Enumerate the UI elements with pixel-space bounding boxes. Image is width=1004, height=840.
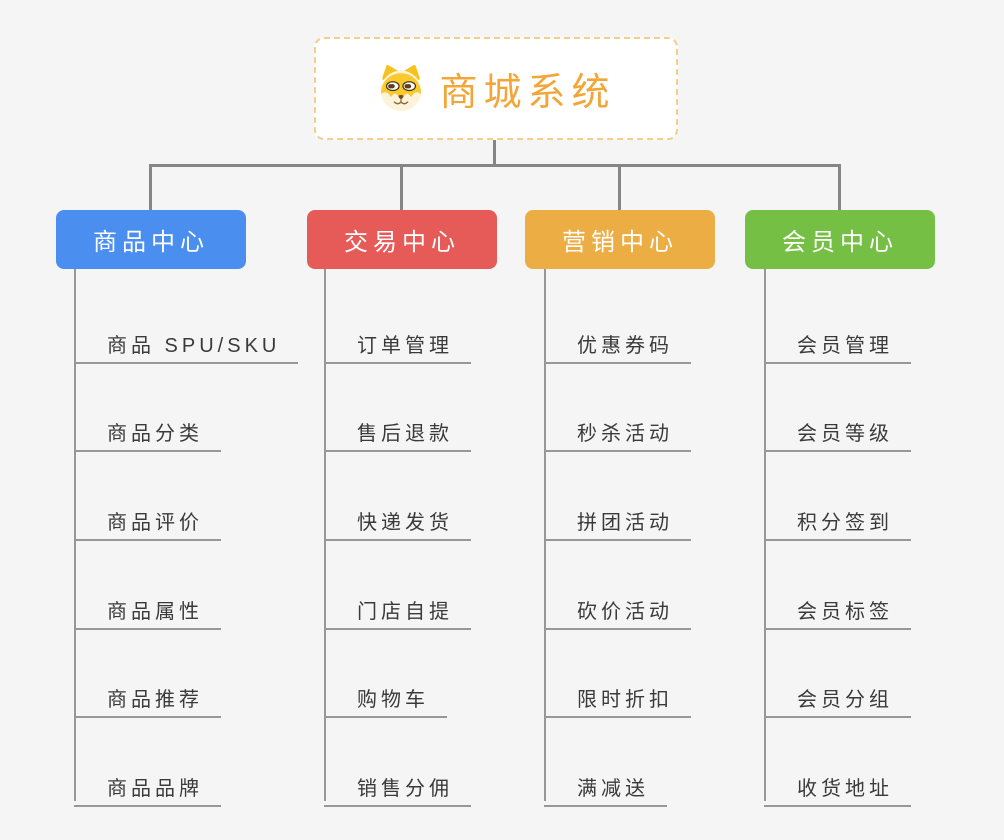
- leaf-node[interactable]: 门店自提: [324, 578, 471, 630]
- leaf-node[interactable]: 商品评价: [74, 489, 221, 541]
- leaf-node[interactable]: 优惠券码: [544, 312, 691, 364]
- branch-header-product-center[interactable]: 商品中心: [56, 210, 246, 269]
- connector-root-stub: [493, 138, 496, 165]
- spine-trade-center: [324, 269, 326, 801]
- leaf-node[interactable]: 拼团活动: [544, 489, 691, 541]
- leaf-node[interactable]: 满减送: [544, 755, 667, 807]
- leaf-node[interactable]: 收货地址: [764, 755, 911, 807]
- connector-drop-3: [618, 164, 621, 211]
- leaf-node[interactable]: 秒杀活动: [544, 400, 691, 452]
- leaf-node[interactable]: 商品 SPU/SKU: [74, 312, 299, 364]
- leaf-node[interactable]: 商品分类: [74, 400, 221, 452]
- leaf-node[interactable]: 会员等级: [764, 400, 911, 452]
- connector-drop-4: [838, 164, 841, 211]
- leaf-node[interactable]: 购物车: [324, 666, 447, 718]
- root-title: 商城系统: [439, 72, 616, 114]
- leaf-node[interactable]: 会员管理: [764, 312, 911, 364]
- spine-product-center: [74, 269, 76, 801]
- root-node[interactable]: 商城系统: [314, 37, 678, 140]
- connector-drop-1: [149, 164, 152, 211]
- leaf-node[interactable]: 销售分佣: [324, 755, 471, 807]
- leaf-node[interactable]: 会员分组: [764, 666, 911, 718]
- connector-bus: [149, 164, 841, 167]
- leaf-node[interactable]: 商品属性: [74, 578, 221, 630]
- dog-face-icon: [376, 65, 426, 112]
- leaf-node[interactable]: 商品推荐: [74, 666, 221, 718]
- leaf-node[interactable]: 订单管理: [324, 312, 471, 364]
- leaf-node[interactable]: 会员标签: [764, 578, 911, 630]
- leaf-node[interactable]: 砍价活动: [544, 578, 691, 630]
- leaf-node[interactable]: 积分签到: [764, 489, 911, 541]
- leaf-node[interactable]: 限时折扣: [544, 666, 691, 718]
- spine-marketing-center: [544, 269, 546, 801]
- spine-member-center: [764, 269, 766, 801]
- connector-drop-2: [400, 164, 403, 211]
- leaf-node[interactable]: 售后退款: [324, 400, 471, 452]
- branch-header-trade-center[interactable]: 交易中心: [307, 210, 497, 269]
- leaf-node[interactable]: 快递发货: [324, 489, 471, 541]
- leaf-node[interactable]: 商品品牌: [74, 755, 221, 807]
- branch-header-marketing-center[interactable]: 营销中心: [525, 210, 715, 269]
- branch-header-member-center[interactable]: 会员中心: [745, 210, 935, 269]
